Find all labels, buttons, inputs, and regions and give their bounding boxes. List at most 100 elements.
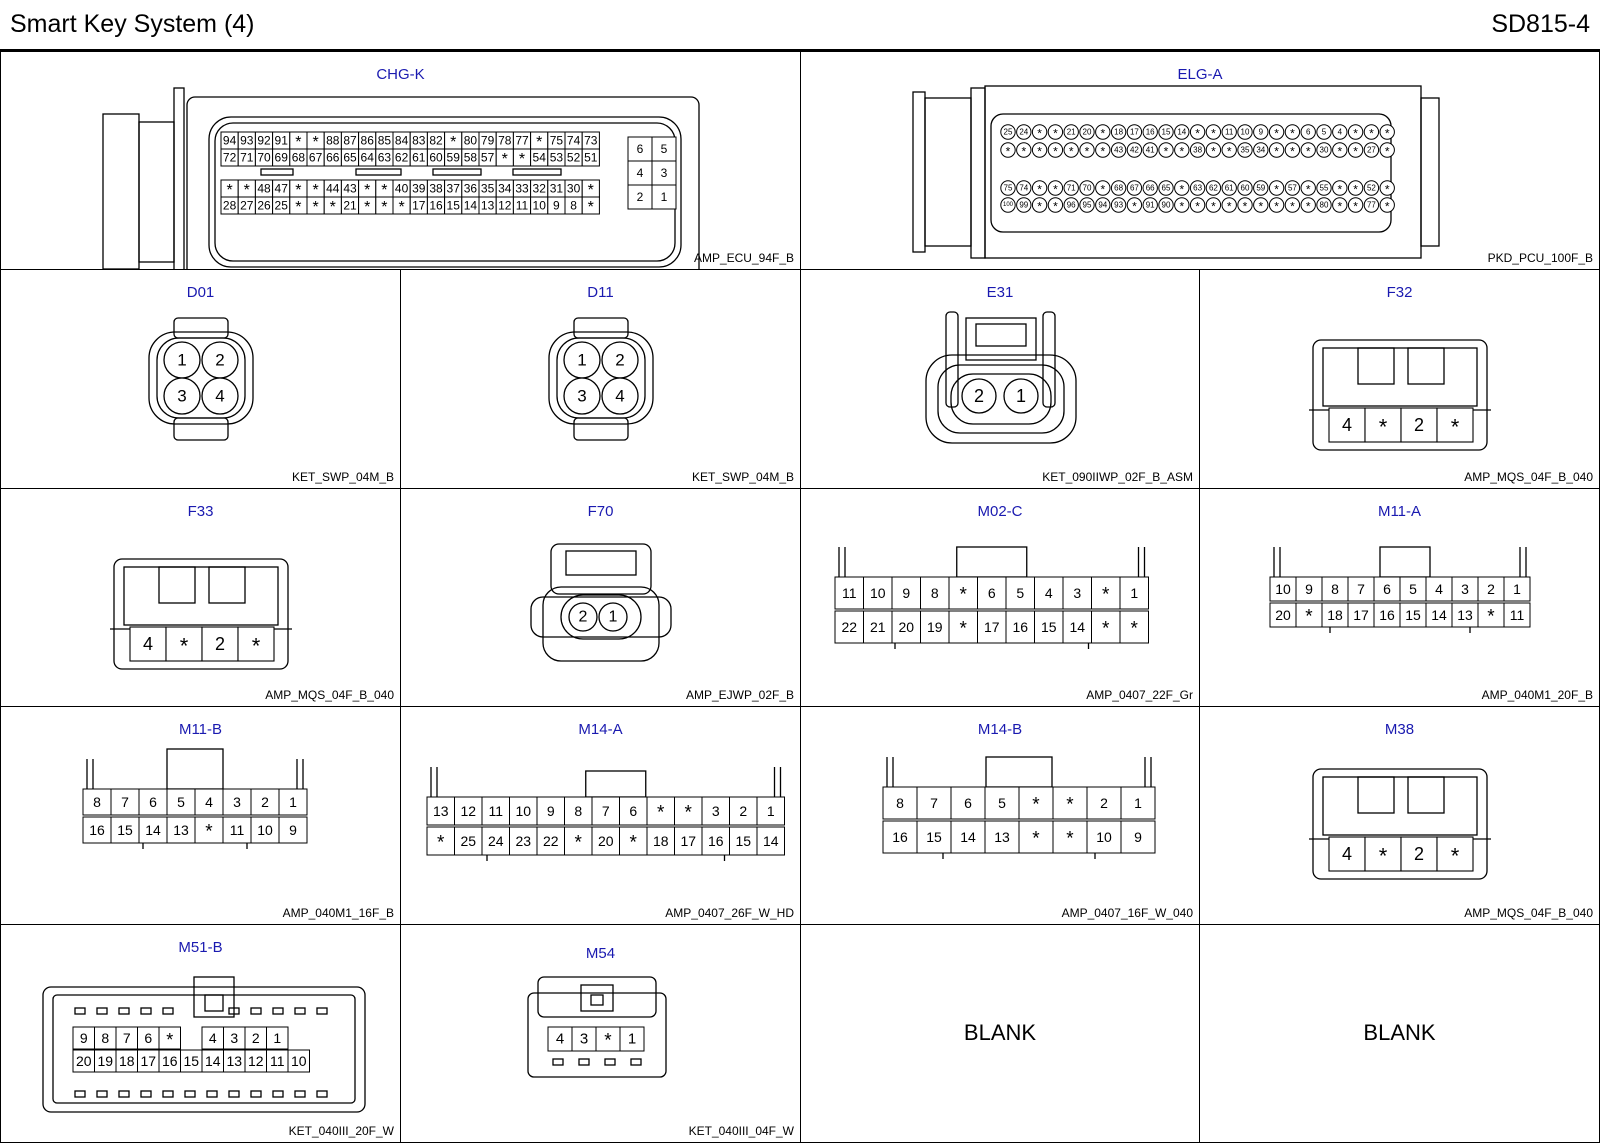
empty-pin-marker: * <box>1227 200 1232 214</box>
pin-number: 5 <box>1409 581 1417 597</box>
pin-socket <box>1284 180 1301 196</box>
pin-number: 2 <box>252 1030 260 1046</box>
pin-number: 91 <box>1146 201 1155 210</box>
pin-socket <box>1031 197 1048 213</box>
pin-cell <box>536 826 565 856</box>
pin-number: 34 <box>498 182 512 196</box>
pin-number: 4 <box>637 166 644 180</box>
pin-cell <box>194 788 224 816</box>
lock-tab <box>565 550 637 576</box>
part-number: AMP_EJWP_02F_B <box>685 688 794 702</box>
latch-slot <box>228 1090 240 1098</box>
pin-number: 12 <box>248 1053 264 1069</box>
pin-socket <box>1079 142 1095 158</box>
pin-number: 39 <box>412 182 426 196</box>
pin-number: 17 <box>984 619 1000 635</box>
pin-number: 1 <box>628 1031 636 1048</box>
pin-socket <box>1079 197 1095 213</box>
empty-pin-marker: * <box>1385 183 1390 197</box>
pin-number: 10 <box>870 585 886 601</box>
pin-number: 67 <box>1130 184 1139 193</box>
latch-slot <box>118 1090 130 1098</box>
empty-pin-marker: * <box>604 1031 612 1052</box>
part-number: AMP_0407_16F_W_040 <box>1061 906 1193 920</box>
pin-area <box>560 594 642 640</box>
pin-cell <box>536 796 565 826</box>
pin-socket <box>1189 142 1206 158</box>
pin-number: 10 <box>1241 128 1250 137</box>
part-number: AMP_040M1_16F_B <box>282 906 394 920</box>
pin-number: 20 <box>1083 128 1092 137</box>
pin-number: 60 <box>1241 184 1250 193</box>
m38-drawing: 4*2* <box>1309 768 1491 880</box>
pin-cell <box>882 786 918 820</box>
housing-top <box>537 976 657 1018</box>
pin-number: 13 <box>173 822 189 838</box>
key-slot <box>355 168 402 176</box>
pin-number: 38 <box>1193 146 1202 155</box>
pin-number: 34 <box>1256 146 1265 155</box>
pin-cell <box>1120 786 1156 820</box>
pin-number: 15 <box>735 833 751 849</box>
latch-slot <box>162 1007 174 1015</box>
pin-number: 40 <box>395 182 409 196</box>
pin-socket <box>1079 124 1095 140</box>
housing-body <box>148 331 254 425</box>
pin-socket <box>1063 180 1079 196</box>
pin-number: 14 <box>1431 607 1447 623</box>
pin-cell <box>110 788 140 816</box>
pin-number: 59 <box>1256 184 1265 193</box>
pin-number: 14 <box>960 829 976 845</box>
empty-pin-marker: * <box>1066 829 1074 850</box>
pin-number: 18 <box>653 833 669 849</box>
pin-cell <box>891 610 921 644</box>
latch-slot <box>630 1058 642 1066</box>
pin-number: 1 <box>577 351 586 370</box>
latch-slot <box>162 1090 174 1098</box>
empty-pin-marker: * <box>244 182 250 199</box>
empty-pin-marker: * <box>519 151 525 168</box>
latch-slot <box>206 1090 218 1098</box>
pin-number: 4 <box>143 634 153 654</box>
pin-number: 63 <box>378 151 392 165</box>
pin-number: 33 <box>515 182 529 196</box>
pin-number: 91 <box>275 134 289 148</box>
pin-number: 3 <box>233 794 241 810</box>
pin-socket <box>1174 142 1190 158</box>
empty-pin-marker: * <box>1195 200 1200 214</box>
pin-number: 41 <box>1146 146 1155 155</box>
pin-number: 1 <box>273 1030 281 1046</box>
empty-pin-marker: * <box>657 803 665 824</box>
diagram-code: SD815-4 <box>1491 10 1590 38</box>
empty-pin-marker: * <box>1100 183 1105 197</box>
empty-pin-marker: * <box>312 182 318 199</box>
pin-number: 80 <box>1320 201 1329 210</box>
pin-number: 11 <box>842 585 857 601</box>
pin-number: 95 <box>1083 201 1092 210</box>
pin-number: 11 <box>230 822 245 838</box>
pin-socket <box>163 377 201 415</box>
empty-pin-marker: * <box>1451 844 1460 869</box>
pin-socket <box>1047 124 1064 140</box>
pin-number: 24 <box>1019 128 1028 137</box>
housing-body <box>42 986 366 1113</box>
latch-slot <box>294 1090 306 1098</box>
pin-socket <box>1316 197 1332 213</box>
pin-socket <box>1110 197 1127 213</box>
pin-number: 44 <box>326 182 340 196</box>
pin-number: 9 <box>553 199 560 213</box>
empty-pin-marker: * <box>1353 127 1358 141</box>
pin-cell <box>166 816 196 844</box>
pin-socket <box>1347 142 1364 158</box>
pin-cell <box>834 610 864 644</box>
pin-cell <box>564 796 593 826</box>
pin-socket <box>1300 180 1316 196</box>
pin-number: 84 <box>395 134 409 148</box>
pin-cell <box>729 796 758 826</box>
pin-number: 24 <box>488 833 504 849</box>
empty-pin-marker: * <box>1274 127 1279 141</box>
pin-cell <box>1295 602 1323 628</box>
